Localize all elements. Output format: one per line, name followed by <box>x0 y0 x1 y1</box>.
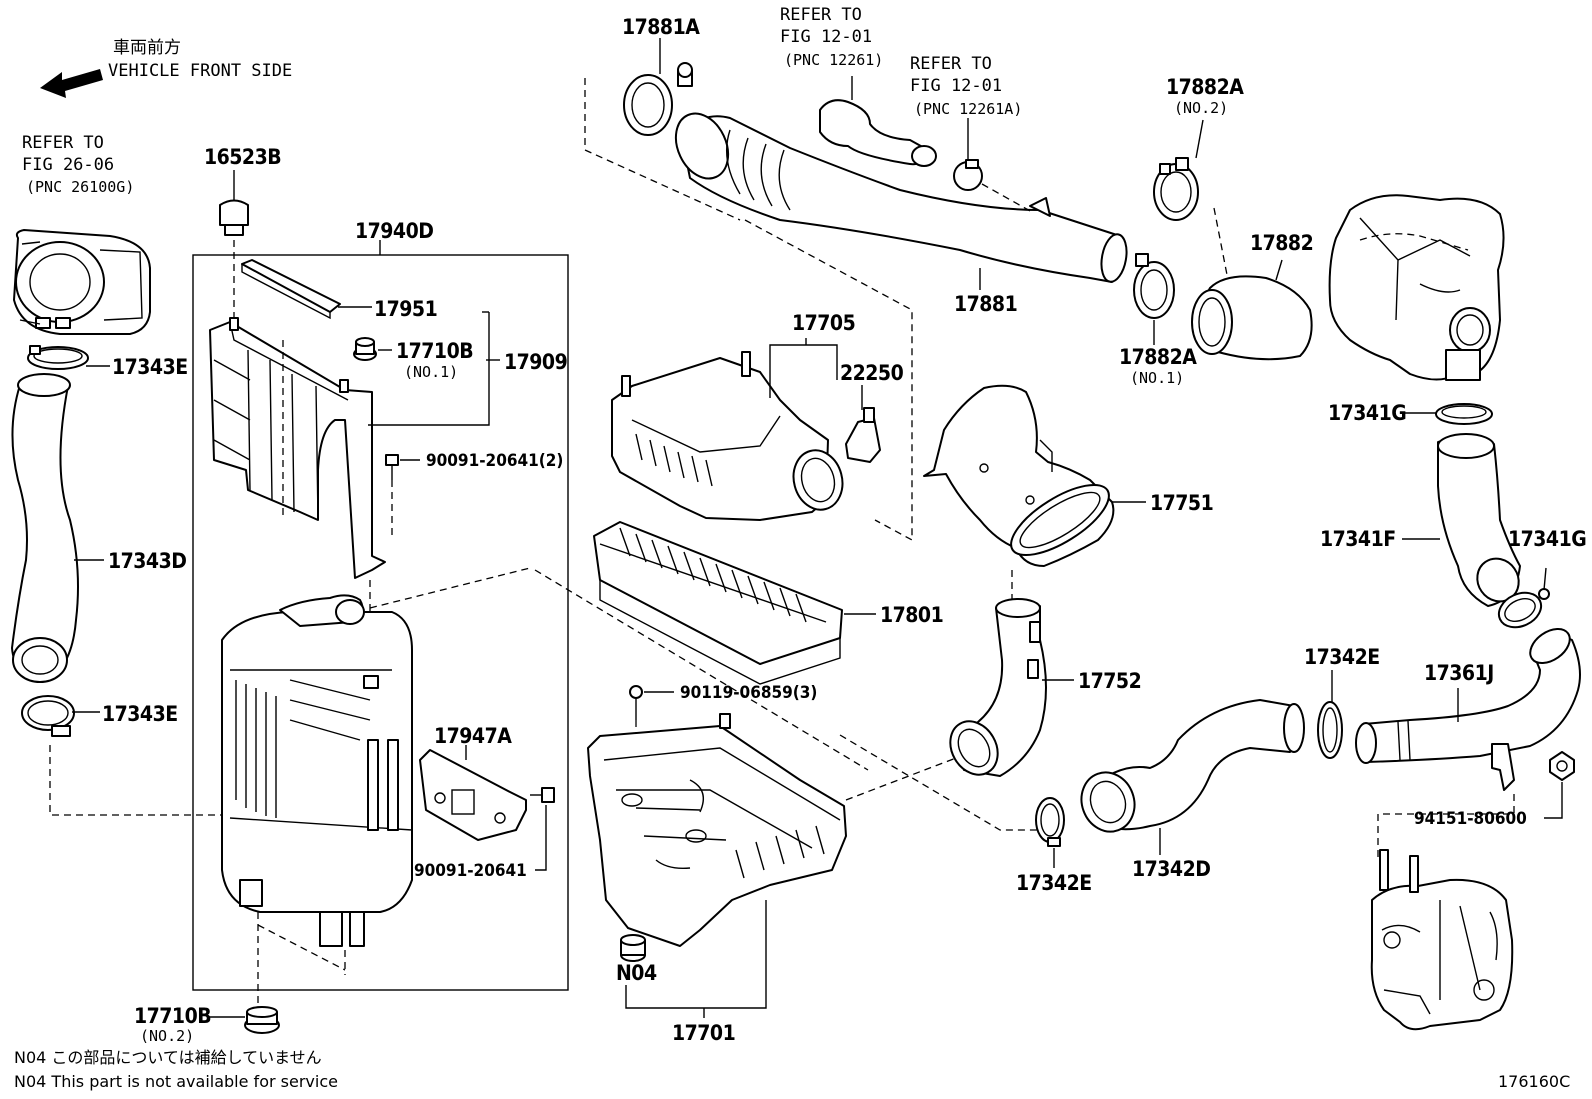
clamp-17341G-right <box>1497 588 1550 629</box>
grommet-17710B-no1 <box>353 337 377 361</box>
bolt-90119-06859-3 <box>629 685 643 720</box>
label-17882A-no1: 17882A <box>1119 345 1197 369</box>
clamp-17343E-bottom <box>21 695 75 737</box>
label-17710B-no1-sub: (NO.1) <box>404 363 459 381</box>
label-17881: 17881 <box>954 292 1018 316</box>
label-17341F: 17341F <box>1320 527 1396 551</box>
label-17343D: 17343D <box>108 549 187 573</box>
direction-jp: 車両前方 <box>113 38 181 58</box>
note-en: N04 This part is not available for servi… <box>14 1072 338 1091</box>
clamp-17342E-bottom <box>1035 797 1065 847</box>
label-90091-20641: 90091-20641 <box>414 861 527 881</box>
label-17752: 17752 <box>1078 669 1142 693</box>
air-cleaner-case-17701 <box>587 713 847 947</box>
ref-line2: FIG 12-01 <box>780 27 873 47</box>
label-90119-06859-3: 90119-06859(3) <box>680 683 818 703</box>
air-hose-17752 <box>949 598 1047 777</box>
direction-en: VEHICLE FRONT SIDE <box>108 61 293 81</box>
label-17909: 17909 <box>504 350 568 374</box>
air-cleaner-cap-17705 <box>611 351 844 521</box>
clamp-17882A-no1 <box>1133 253 1175 319</box>
pipe-17361J <box>1355 627 1581 791</box>
intake-hose-17881 <box>674 112 1128 283</box>
label-17341G-top: 17341G <box>1328 401 1407 425</box>
bracket-17947A <box>419 749 527 841</box>
grommet-17710B-no2 <box>244 1006 280 1034</box>
hose-17342D <box>1080 699 1305 833</box>
label-17701: 17701 <box>672 1021 736 1045</box>
label-17705: 17705 <box>792 311 856 335</box>
label-16523B: 16523B <box>204 145 282 169</box>
ref-line1: REFER TO <box>22 133 104 153</box>
label-17710B-no1: 17710B <box>396 339 474 363</box>
label-17940D: 17940D <box>355 219 434 243</box>
clamp-12261A <box>953 159 983 191</box>
label-17801: 17801 <box>880 603 944 627</box>
hose-17341F <box>1437 433 1521 607</box>
hose-17882 <box>1191 275 1313 361</box>
label-17882: 17882 <box>1250 231 1314 255</box>
bolt-90091-20641 <box>530 787 555 803</box>
label-17710B-no2-sub: (NO.2) <box>140 1027 195 1045</box>
label-90091-20641-2: 90091-20641(2) <box>426 451 564 471</box>
ref-line3: (PNC 12261) <box>784 51 884 69</box>
label-22250: 22250 <box>840 361 904 385</box>
pcv-hose <box>819 99 937 167</box>
seal-17951 <box>241 259 341 320</box>
ref-line1: REFER TO <box>780 5 862 25</box>
label-17882A-no2: 17882A <box>1166 75 1244 99</box>
bolt-16523B <box>219 170 249 236</box>
grommet-N04 <box>620 934 646 962</box>
vehicle-front-arrow-icon <box>40 69 103 98</box>
bolt-90091-20641-2 <box>385 454 399 480</box>
air-duct-17751 <box>923 384 1115 567</box>
label-17342E-top: 17342E <box>1304 645 1380 669</box>
clamp-17342E-top <box>1317 701 1343 759</box>
label-17882A-no2-sub: (NO.2) <box>1174 99 1229 117</box>
sensor-22250 <box>845 407 881 463</box>
note-jp: N04 この部品については補給していません <box>14 1048 322 1067</box>
throttle-body <box>13 229 151 335</box>
clamp-17341G-top <box>1435 403 1493 425</box>
ref-line3: (PNC 26100G) <box>26 178 135 196</box>
label-17951: 17951 <box>374 297 438 321</box>
label-17343E-bottom: 17343E <box>102 702 178 726</box>
turbocharger <box>1328 194 1505 381</box>
ref-line2: FIG 12-01 <box>910 76 1003 96</box>
label-17342E-bottom: 17342E <box>1016 871 1092 895</box>
clamp-17343E-top <box>27 345 89 370</box>
air-filter-17801 <box>593 521 843 685</box>
ref-line2: FIG 26-06 <box>22 155 115 175</box>
label-17361J: 17361J <box>1424 661 1494 685</box>
label-17947A: 17947A <box>434 724 512 748</box>
intake-manifold-part <box>1370 849 1514 1031</box>
label-17881A: 17881A <box>622 15 700 39</box>
label-N04: N04 <box>616 961 657 985</box>
figure-number: 176160C <box>1498 1072 1571 1091</box>
nut-94151-80600 <box>1549 751 1575 781</box>
intercooler <box>221 594 413 947</box>
clamp-17881A <box>623 62 693 136</box>
label-94151-80600: 94151-80600 <box>1414 809 1527 829</box>
duct-17909 <box>209 317 386 579</box>
label-17751: 17751 <box>1150 491 1214 515</box>
clamp-17882A-no2 <box>1153 157 1199 221</box>
label-17882A-no1-sub: (NO.1) <box>1130 369 1185 387</box>
label-17710B-no2: 17710B <box>134 1004 212 1028</box>
label-17343E-top: 17343E <box>112 355 188 379</box>
ref-line3: (PNC 12261A) <box>914 100 1023 118</box>
label-17341G-right: 17341G <box>1508 527 1587 551</box>
label-17342D: 17342D <box>1132 857 1211 881</box>
ref-line1: REFER TO <box>910 54 992 74</box>
hose-17343D <box>11 373 79 683</box>
